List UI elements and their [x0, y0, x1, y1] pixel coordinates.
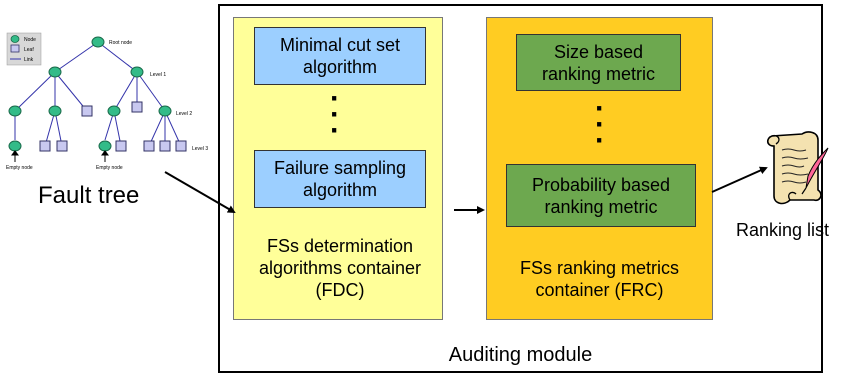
root-node-label: Root node	[109, 40, 132, 46]
tree-leaf	[39, 140, 51, 152]
tree-leaf	[115, 140, 127, 152]
tree-node	[8, 105, 22, 117]
level2-label: Level 2	[176, 111, 192, 117]
tree-leaf	[143, 140, 155, 152]
tree-leaf	[56, 140, 68, 152]
empty-node-label-1: Empty node	[6, 165, 33, 171]
failure-sampling-line2: algorithm	[302, 180, 378, 200]
probability-based-line2: ranking metric	[544, 196, 658, 217]
tree-node	[48, 66, 62, 78]
frc-caption-line1: FSs ranking metrics	[519, 258, 680, 278]
fdc-caption: FSs determination algorithms container (…	[250, 235, 430, 301]
minimal-cut-set-box: Minimal cut set algorithm	[254, 27, 426, 85]
frc-ellipsis: ···	[595, 92, 605, 157]
minimal-cut-set-line1: Minimal cut set	[279, 35, 401, 55]
size-based-line1: Size based	[553, 41, 644, 62]
arrow-frc-to-ranking	[711, 166, 768, 193]
empty-node-label-2: Empty node	[96, 165, 123, 171]
tree-node	[107, 105, 121, 117]
tree-legend: Node Leaf Link	[6, 32, 42, 66]
probability-based-line1: Probability based	[531, 174, 671, 195]
arrow-tree-to-fdc	[164, 171, 236, 214]
fdc-caption-line2: algorithms container	[258, 258, 422, 278]
auditing-module-label: Auditing module	[448, 344, 593, 366]
tree-leaf	[175, 140, 187, 152]
fdc-ellipsis: ···	[330, 82, 340, 147]
legend-node-label: Node	[24, 37, 36, 43]
tree-node	[158, 105, 172, 117]
size-based-metric-box: Size based ranking metric	[516, 34, 681, 91]
ranking-list-label: Ranking list	[736, 220, 830, 240]
tree-node	[130, 66, 144, 78]
failure-sampling-line1: Failure sampling	[273, 158, 407, 178]
fdc-caption-line3: (FDC)	[315, 280, 365, 300]
tree-leaf	[131, 101, 143, 113]
frc-caption-line2: container (FRC)	[535, 280, 664, 300]
scroll-icon	[766, 131, 829, 205]
size-based-line2: ranking metric	[541, 63, 656, 84]
tree-node	[48, 105, 62, 117]
level1-label: Level 1	[150, 72, 166, 78]
tree-leaf	[159, 140, 171, 152]
fault-tree-caption: Fault tree	[38, 182, 140, 209]
level3-label: Level 3	[192, 146, 208, 152]
failure-sampling-box: Failure sampling algorithm	[254, 150, 426, 208]
legend-link-label: Link	[24, 57, 34, 63]
root-node	[91, 36, 105, 48]
minimal-cut-set-line2: algorithm	[302, 57, 378, 77]
fdc-caption-line1: FSs determination	[266, 236, 414, 256]
frc-caption: FSs ranking metrics container (FRC)	[492, 257, 707, 301]
legend-leaf-label: Leaf	[24, 47, 34, 53]
fault-tree-graphic: Node Leaf Link Root node Level 1 Level 2…	[6, 32, 208, 171]
tree-leaf	[81, 105, 93, 117]
probability-based-metric-box: Probability based ranking metric	[506, 164, 696, 227]
